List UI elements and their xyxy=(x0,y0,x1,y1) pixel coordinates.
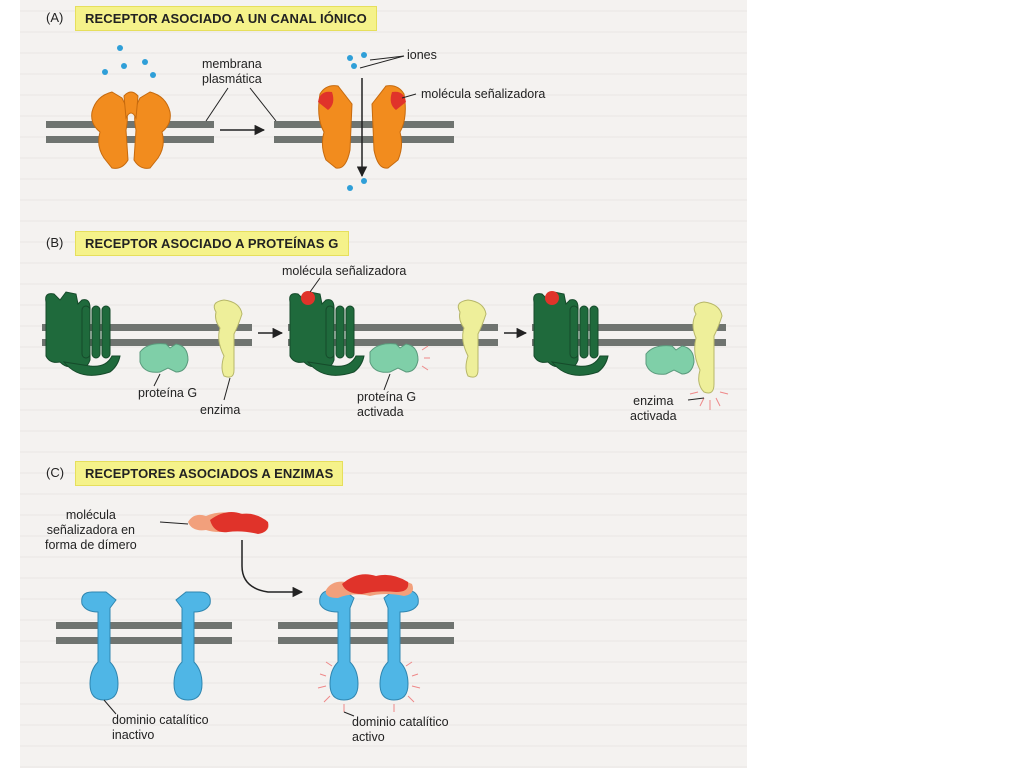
membrane-a-right xyxy=(274,121,454,143)
enzyme-activated xyxy=(689,301,729,410)
membrane-c xyxy=(56,622,454,644)
label-ions: iones xyxy=(407,48,437,62)
gpcr-bound xyxy=(289,291,365,376)
label-signal-b: molécula señalizadora xyxy=(282,264,407,278)
panel-a-letter: (A) xyxy=(46,10,64,25)
leaders-a xyxy=(205,55,417,122)
dimer-signal-molecule xyxy=(188,512,269,534)
signal-molecule-b-1 xyxy=(301,291,315,305)
panel-b-letter: (B) xyxy=(46,235,64,250)
label-signal-a: molécula señalizadora xyxy=(421,87,546,101)
panel-b-title: RECEPTOR ASOCIADO A PROTEÍNAS G xyxy=(75,231,349,256)
label-enzyme: enzima xyxy=(200,403,241,417)
panel-c-title: RECEPTORES ASOCIADOS A ENZIMAS xyxy=(75,461,344,486)
panel-b-drawing xyxy=(42,277,729,410)
enzyme-middle xyxy=(457,299,487,378)
receptor-inactive-right xyxy=(173,591,211,701)
panel-c-letter: (C) xyxy=(46,465,65,480)
label-dimer: molécula señalizadora en forma de dímero xyxy=(45,508,137,552)
enzyme-inactive xyxy=(213,299,243,378)
panel-c-drawing xyxy=(56,512,454,717)
label-catalytic-inactive: dominio catalítico inactivo xyxy=(112,713,209,742)
label-enzyme-activated: enzima activada xyxy=(630,394,677,423)
label-membrane: membrana plasmática xyxy=(202,57,262,86)
leaders-b xyxy=(153,277,705,401)
g-protein-activated xyxy=(369,343,430,373)
ions-cluster-a xyxy=(102,45,156,78)
g-protein-inactive xyxy=(139,343,189,373)
activity-rays xyxy=(317,661,421,712)
g-protein-docked xyxy=(645,345,695,375)
receptor-active-dimer xyxy=(317,574,421,712)
closed-ion-channel xyxy=(91,91,171,169)
receptor-inactive-left xyxy=(81,591,119,701)
membrane-b xyxy=(42,324,726,346)
gpcr-inactive xyxy=(45,291,121,376)
binding-arrow xyxy=(241,540,304,598)
pathway-diagram xyxy=(42,45,729,717)
label-catalytic-active: dominio catalítico activo xyxy=(352,715,449,744)
gpcr-bound-2 xyxy=(533,291,609,376)
panel-a-drawing xyxy=(46,45,454,191)
panel-a-title: RECEPTOR ASOCIADO A UN CANAL IÓNICO xyxy=(75,6,377,31)
membrane-a-left xyxy=(46,121,214,143)
leaders-c xyxy=(103,521,355,717)
figure-page: (A) RECEPTOR ASOCIADO A UN CANAL IÓNICO … xyxy=(20,0,747,768)
open-ion-channel xyxy=(318,85,406,169)
label-g-protein: proteína G xyxy=(138,386,198,400)
ions-open-channel xyxy=(347,52,367,191)
signal-molecule-b-2 xyxy=(545,291,559,305)
label-g-activated: proteína G activada xyxy=(357,390,417,419)
